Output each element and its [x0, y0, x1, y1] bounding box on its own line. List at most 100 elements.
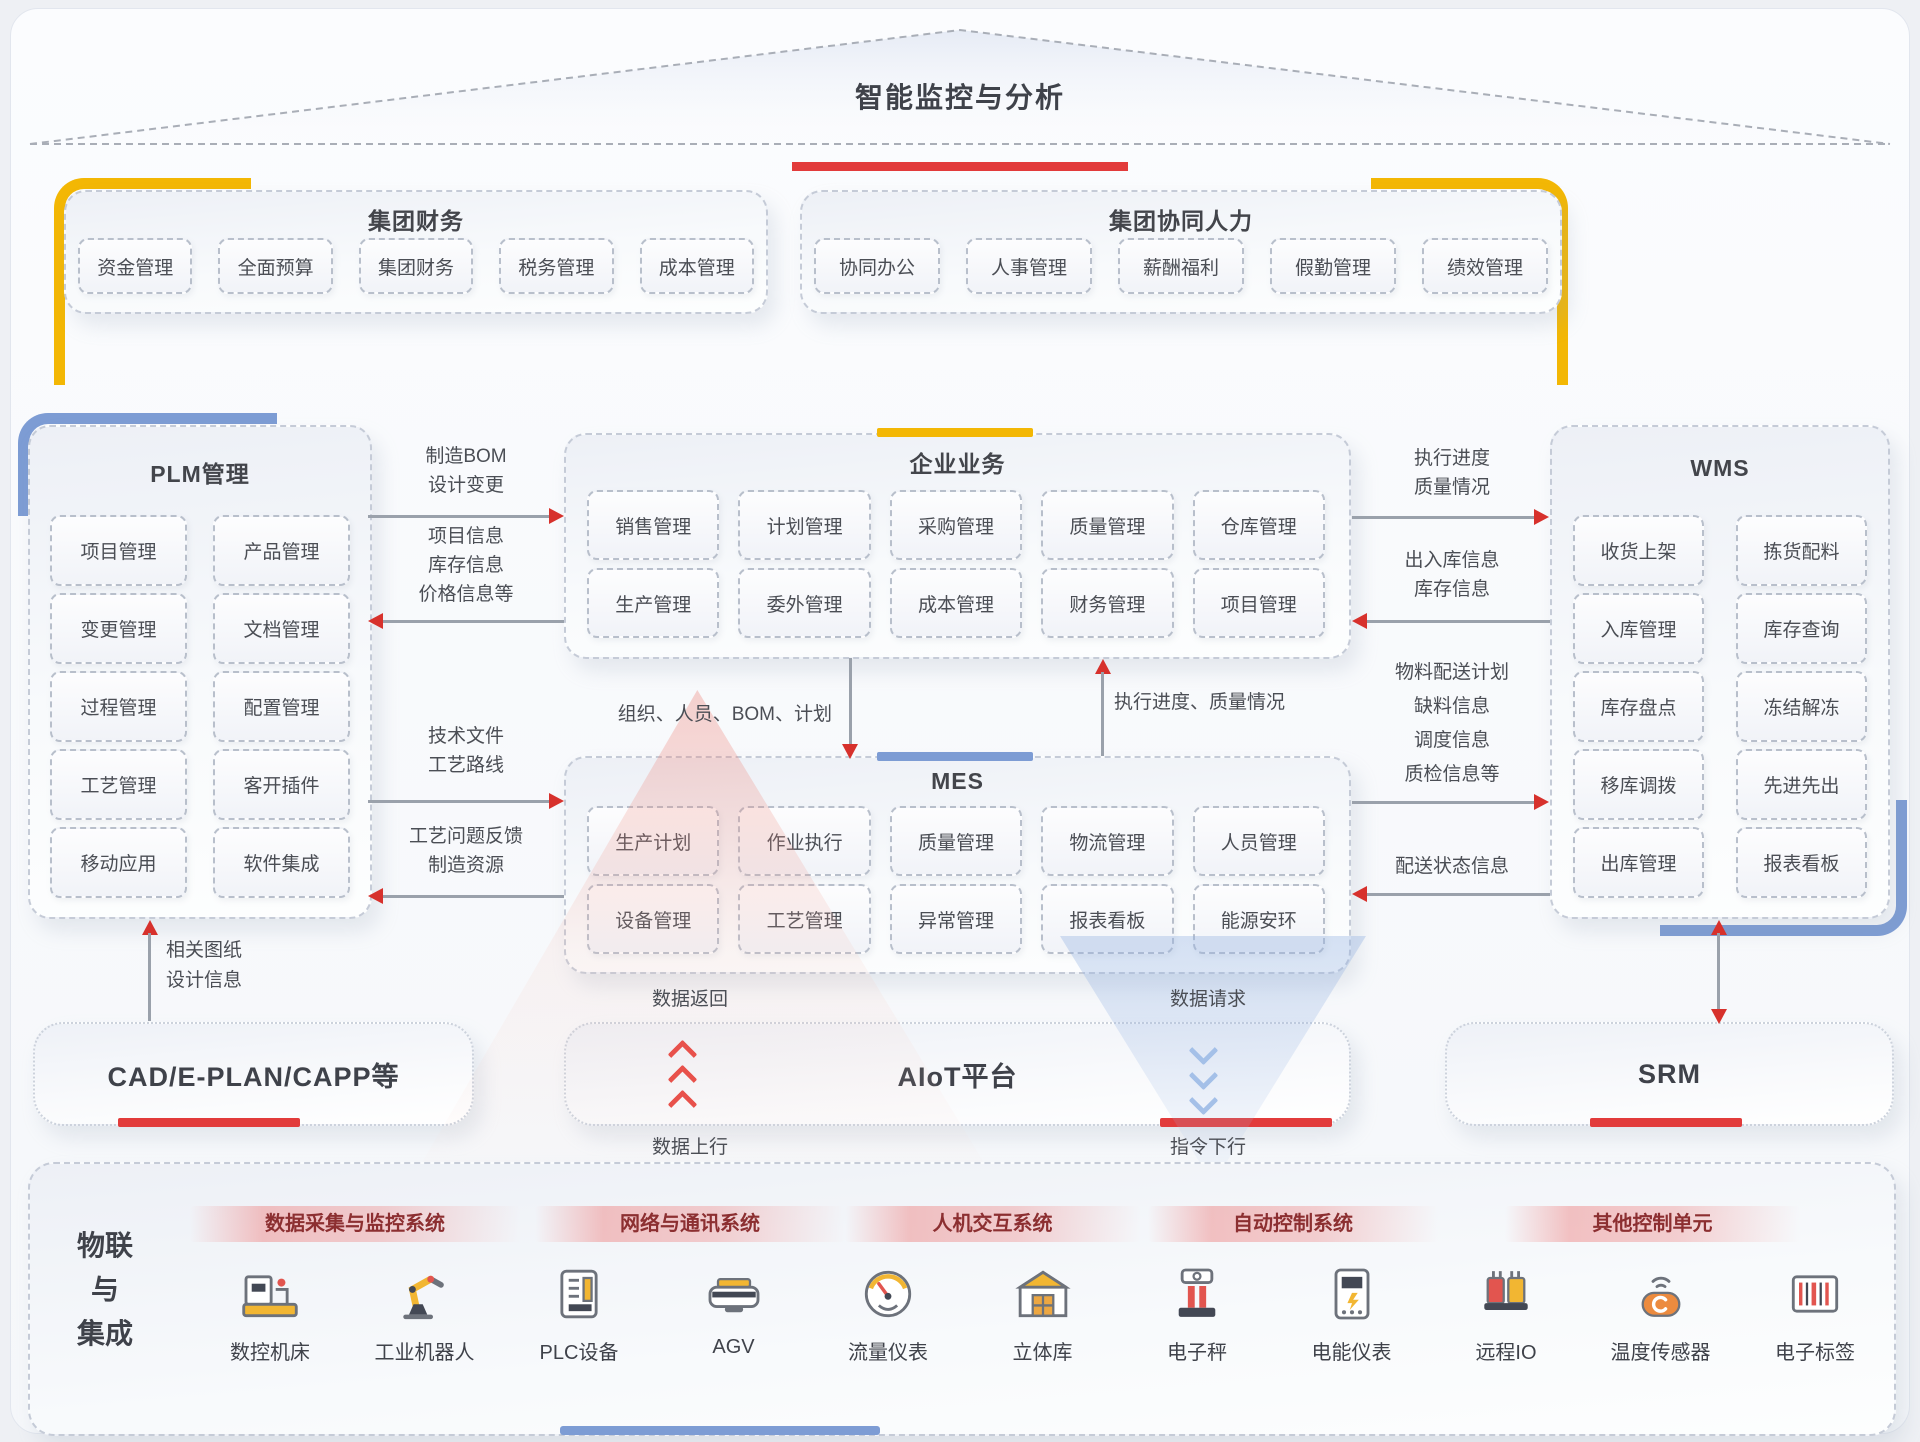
- wms-module-chip: 拣货配料: [1736, 515, 1867, 586]
- iot-title-line: 集成: [76, 1318, 133, 1349]
- device-item: AGV: [669, 1262, 799, 1365]
- section-plm: PLM管理 项目管理产品管理变更管理文档管理过程管理配置管理工艺管理客开插件移动…: [28, 425, 372, 919]
- mes-module-chip: 质量管理: [889, 806, 1023, 876]
- device-item: 立体库: [978, 1262, 1108, 1365]
- section-wms: WMS 收货上架拣货配料入库管理库存查询库存盘点冻结解冻移库调拨先进先出出库管理…: [1550, 425, 1890, 919]
- aiot-data-return-label: 数据返回: [651, 989, 728, 1010]
- connector-line: [383, 620, 564, 623]
- wms-module-chip: 先进先出: [1736, 749, 1867, 820]
- device-item: 流量仪表: [823, 1262, 953, 1365]
- wms-module-chip: 收货上架: [1573, 515, 1704, 586]
- platform-title: AIoT平台: [897, 1061, 1018, 1092]
- connector-label: 项目信息 库存信息 价格信息等: [418, 526, 514, 605]
- iot-category-auto-control: 自动控制系统: [1148, 1206, 1438, 1242]
- mes-module-chip: 设备管理: [587, 884, 720, 954]
- cad-red-underline: [118, 1118, 300, 1127]
- erp-module-chip: 采购管理: [889, 490, 1023, 560]
- erp-module-chip: 质量管理: [1041, 490, 1174, 560]
- arrowhead-up-icon: [1711, 920, 1727, 935]
- section-group-finance: 集团财务 资金管理全面预算集团财务税务管理成本管理: [64, 190, 768, 314]
- connector-label: 物料配送计划 缺料信息 调度信息 质检信息等: [1394, 662, 1509, 785]
- mes-module-chip: 异常管理: [889, 884, 1023, 954]
- device-label: 流量仪表: [848, 1342, 928, 1364]
- page-title: 智能监控与分析: [854, 82, 1065, 113]
- hr-module-chip: 假勤管理: [1270, 238, 1396, 294]
- hr-items: 协同办公人事管理薪酬福利假勤管理绩效管理: [814, 238, 1548, 294]
- connector-line: [1352, 801, 1536, 804]
- erp-items: 销售管理计划管理采购管理质量管理仓库管理生产管理委外管理成本管理财务管理项目管理: [587, 490, 1325, 638]
- remote-io-icon: [1474, 1262, 1538, 1326]
- erp-module-chip: 成本管理: [889, 568, 1023, 638]
- wms-module-chip: 报表看板: [1736, 827, 1867, 898]
- device-item: 电子秤: [1132, 1262, 1262, 1365]
- iot-title-line: 物联: [76, 1230, 133, 1261]
- mes-module-chip: 生产计划: [587, 806, 720, 876]
- finance-module-chip: 资金管理: [78, 238, 193, 294]
- device-label: 远程IO: [1475, 1342, 1537, 1364]
- mes-items: 生产计划作业执行质量管理物流管理人员管理设备管理工艺管理异常管理报表看板能源安环: [587, 806, 1325, 954]
- arrowhead-left-icon: [368, 613, 383, 629]
- erp-yellow-top-bar: [877, 428, 1033, 437]
- finance-module-chip: 税务管理: [499, 238, 614, 294]
- connector-label: 配送状态信息: [1394, 856, 1509, 877]
- arrowhead-down-icon: [842, 744, 858, 759]
- aiot-red-underline: [1160, 1118, 1332, 1127]
- arrowhead-right-icon: [549, 793, 564, 809]
- iot-title: 物联与集成: [55, 1224, 155, 1356]
- finance-module-chip: 集团财务: [358, 238, 474, 294]
- connector-label: 相关图纸 设计信息: [166, 940, 243, 991]
- erp-module-chip: 计划管理: [738, 490, 871, 560]
- iot-category-scada: 数据采集与监控系统: [190, 1206, 520, 1242]
- mes-module-chip: 人员管理: [1192, 806, 1325, 876]
- connector-label: 技术文件 工艺路线: [427, 726, 504, 776]
- connector-line: [1101, 672, 1104, 756]
- aiot-data-up-label: 数据上行: [651, 1137, 728, 1158]
- finance-yellow-corner-accent: [54, 178, 251, 385]
- section-title: 企业业务: [909, 451, 1006, 477]
- connector-line: [849, 658, 852, 746]
- arrowhead-up-icon: [1095, 659, 1111, 674]
- agv-icon: [702, 1262, 766, 1326]
- plm-module-chip: 产品管理: [213, 515, 350, 586]
- title-red-underline: [792, 162, 1128, 171]
- plm-module-chip: 工艺管理: [50, 749, 187, 820]
- wms-module-chip: 出库管理: [1573, 827, 1704, 898]
- arrowhead-left-icon: [368, 888, 383, 904]
- connector-line: [368, 515, 550, 518]
- section-title: 集团协同人力: [1109, 208, 1253, 234]
- section-title: WMS: [1690, 455, 1750, 481]
- hr-module-chip: 协同办公: [814, 238, 940, 294]
- industrial-robot-icon: [393, 1262, 457, 1326]
- plm-module-chip: 配置管理: [213, 671, 350, 742]
- device-label: 电子秤: [1167, 1342, 1227, 1364]
- plm-module-chip: 变更管理: [50, 593, 187, 664]
- connector-label: 工艺问题反馈 制造资源: [408, 826, 523, 876]
- finance-module-chip: 全面预算: [218, 238, 333, 294]
- erp-module-chip: 项目管理: [1192, 568, 1325, 638]
- wms-module-chip: 入库管理: [1573, 593, 1704, 664]
- plm-module-chip: 移动应用: [50, 827, 187, 898]
- device-item: 数控机床: [205, 1262, 335, 1365]
- finance-module-chip: 成本管理: [639, 238, 754, 294]
- device-label: 温度传感器: [1610, 1342, 1711, 1364]
- wms-items: 收货上架拣货配料入库管理库存查询库存盘点冻结解冻移库调拨先进先出出库管理报表看板: [1573, 515, 1867, 898]
- section-title: PLM管理: [150, 461, 250, 487]
- mes-module-chip: 能源安环: [1192, 884, 1325, 954]
- device-label: AGV: [712, 1336, 755, 1358]
- section-title: MES: [931, 768, 984, 794]
- erp-module-chip: 销售管理: [587, 490, 720, 560]
- flow-meter-icon: [856, 1262, 920, 1326]
- stereo-warehouse-icon: [1011, 1262, 1075, 1326]
- device-item: 远程IO: [1441, 1262, 1571, 1365]
- platform-title: CAD/E-PLAN/CAPP等: [107, 1061, 400, 1092]
- device-label: 数控机床: [230, 1342, 310, 1364]
- mes-module-chip: 作业执行: [738, 806, 871, 876]
- arrowhead-up-icon: [142, 920, 158, 935]
- power-meter-icon: [1320, 1262, 1384, 1326]
- connector-label: 执行进度 质量情况: [1413, 448, 1490, 498]
- connector-label: 执行进度、质量情况: [1114, 692, 1286, 713]
- arrowhead-down-icon: [1711, 1009, 1727, 1024]
- connector-line: [383, 895, 564, 898]
